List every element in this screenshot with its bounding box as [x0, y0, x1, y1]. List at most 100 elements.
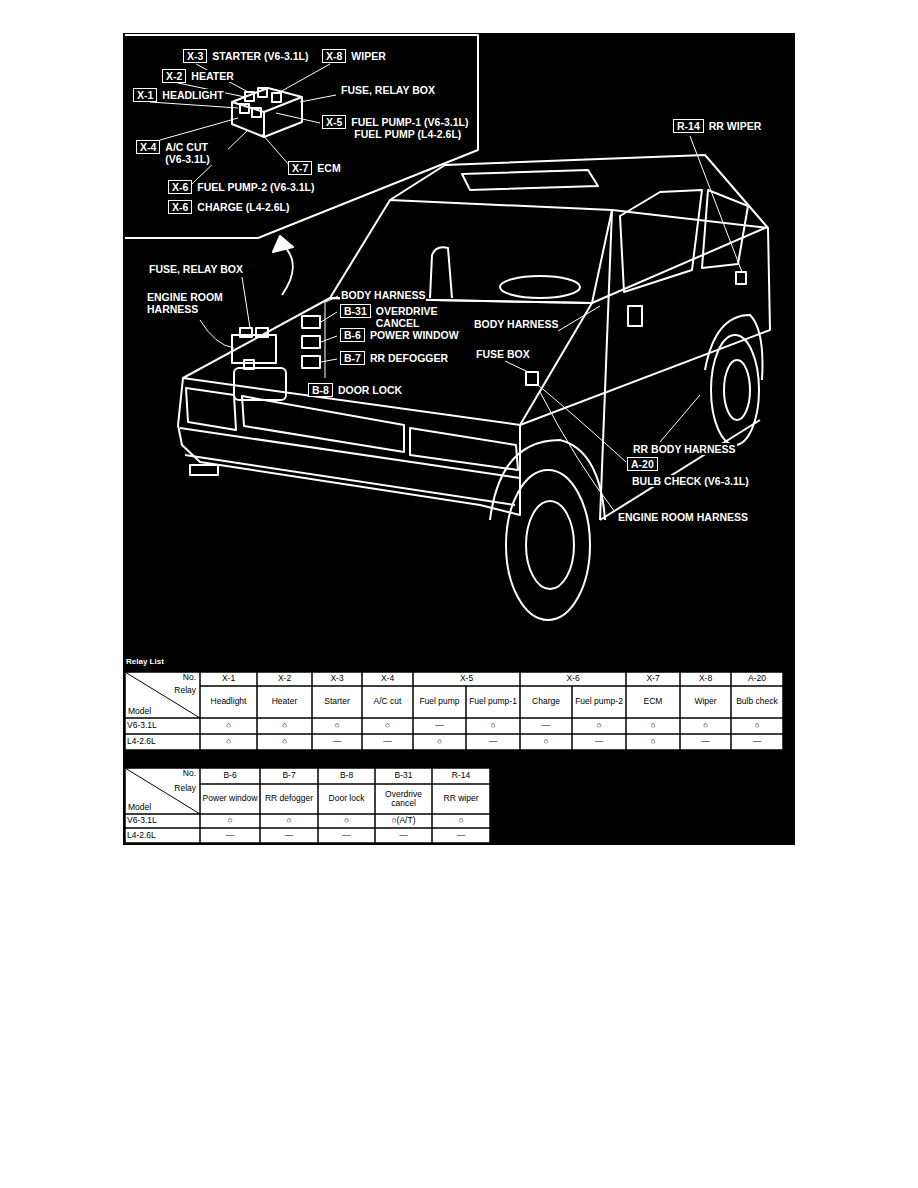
relay-code: B-31	[344, 305, 367, 317]
fitment-cell: ○	[200, 814, 260, 828]
table-cell-border	[200, 718, 257, 734]
fitment-cell: ○	[432, 814, 490, 828]
fitment-cell: —	[362, 734, 413, 750]
relay-code: X-5	[326, 116, 342, 128]
part-label: FUSE, RELAY BOX	[148, 263, 244, 275]
relay-code: X-1	[137, 89, 153, 101]
table-cell-border	[312, 672, 362, 686]
fitment-cell: ○	[680, 718, 731, 734]
relay-name: HEADLIGHT	[161, 89, 224, 101]
fitment-cell: —	[520, 718, 572, 734]
fitment-cell: —	[466, 734, 520, 750]
fitment-cell: ○	[257, 734, 312, 750]
table-cell-border	[520, 686, 572, 718]
table-corner-heading: No.	[160, 768, 198, 780]
relay-name-cell: Door lock	[318, 784, 375, 814]
table-cell-border	[125, 814, 200, 828]
relay-name-group: A/C CUT (V6-3.1L)	[164, 141, 228, 165]
table-corner-border	[125, 672, 200, 718]
table-cell-border	[572, 734, 626, 750]
relay-name: RR DEFOGGER	[369, 352, 449, 364]
relay-name-cell: A/C cut	[362, 686, 413, 718]
model-cell: L4-2.6L	[125, 734, 200, 750]
table-cell-border	[362, 672, 413, 686]
table-cell-border	[125, 734, 200, 750]
table-cell-border	[200, 828, 260, 843]
relay-name-group: WIPER	[350, 50, 386, 62]
relay-name-group: STARTER (V6-3.1L)	[211, 50, 309, 62]
relay-code-box: X-7ECM	[288, 161, 312, 175]
fitment-cell: ○	[572, 718, 626, 734]
relay-name: FUEL PUMP-2 (V6-3.1L)	[196, 181, 315, 193]
fitment-cell: —	[432, 828, 490, 843]
relay-number-cell: X-4	[362, 672, 413, 686]
relay-code-box: X-8WIPER	[322, 49, 346, 63]
table-cell-border	[200, 784, 260, 814]
fitment-cell: ○	[318, 814, 375, 828]
table-cell-border	[626, 718, 680, 734]
fitment-cell: ○	[200, 718, 257, 734]
table-cell-border	[626, 672, 680, 686]
fitment-cell: —	[200, 828, 260, 843]
relay-name-cell: Charge	[520, 686, 572, 718]
relay-name-group: ECM	[316, 162, 341, 174]
relay-code-box: X-6CHARGE (L4-2.6L)	[168, 200, 192, 214]
fitment-cell: ○	[413, 734, 466, 750]
relay-name: HEATER	[190, 70, 234, 82]
part-label: BODY HARNESS	[473, 318, 559, 330]
car-outline	[125, 35, 770, 620]
relay-name: BULB CHECK (V6-3.1L)	[631, 475, 750, 487]
relay-code-box: X-4A/C CUT (V6-3.1L)	[136, 140, 160, 154]
table-cell-border	[520, 734, 572, 750]
fitment-cell: ○(A/T)	[375, 814, 432, 828]
relay-name: OVERDRIVE CANCEL	[375, 305, 457, 329]
fitment-cell: ○	[312, 718, 362, 734]
fitment-cell: ○	[200, 734, 257, 750]
relay-number-cell: B-8	[318, 768, 375, 784]
relay-code: R-14	[677, 120, 700, 132]
relay-code-box: B-7RR DEFOGGER	[340, 351, 365, 365]
table-cell-border	[200, 814, 260, 828]
relay-name-cell: Power window	[200, 784, 260, 814]
relay-code-box: B-6POWER WINDOW	[340, 328, 365, 342]
table-cell-border	[432, 814, 490, 828]
relay-code-box: X-1HEADLIGHT	[133, 88, 157, 102]
table-cell-border	[375, 768, 432, 784]
fitment-cell: —	[260, 828, 318, 843]
relay-number-cell: B-7	[260, 768, 318, 784]
part-label: ENGINE ROOM HARNESS	[146, 291, 236, 315]
table-cell-border	[318, 768, 375, 784]
table-cell-border	[626, 686, 680, 718]
model-cell: L4-2.6L	[125, 828, 200, 843]
table-corner-border	[125, 768, 200, 814]
table-cell-border	[680, 672, 731, 686]
relay-name-group: FUEL PUMP-2 (V6-3.1L)	[196, 181, 315, 193]
relay-code: X-4	[140, 141, 156, 153]
relay-name-cell: RR wiper	[432, 784, 490, 814]
relay-code: X-6	[172, 181, 188, 193]
relay-name: FUEL PUMP-1 (V6-3.1L)	[350, 116, 469, 128]
table-cell-border	[413, 686, 466, 718]
relay-name-cell: Heater	[257, 686, 312, 718]
relay-number-cell: X-6	[520, 672, 626, 686]
fitment-cell: ○	[520, 734, 572, 750]
fitment-cell: ○	[731, 718, 783, 734]
relay-name-group: RR WIPER	[708, 120, 763, 132]
relay-code-box: X-2HEATER	[162, 69, 186, 83]
relay-code: X-6	[172, 201, 188, 213]
table-cell-border	[572, 686, 626, 718]
table-cell-border	[731, 686, 783, 718]
table-cell-border	[731, 734, 783, 750]
relay-name-group: HEATER	[190, 70, 234, 82]
table-cell-border	[200, 768, 260, 784]
relay-name-group: HEADLIGHT	[161, 89, 224, 101]
relay-name-group: RR DEFOGGER	[369, 352, 449, 364]
table-corner-heading: Model	[126, 706, 175, 718]
fitment-cell: ○	[257, 718, 312, 734]
fitment-cell: ○	[466, 718, 520, 734]
table-cell-border	[432, 784, 490, 814]
table-cell-border	[318, 784, 375, 814]
relay-number-cell: X-8	[680, 672, 731, 686]
relay-code: A-20	[631, 458, 654, 470]
